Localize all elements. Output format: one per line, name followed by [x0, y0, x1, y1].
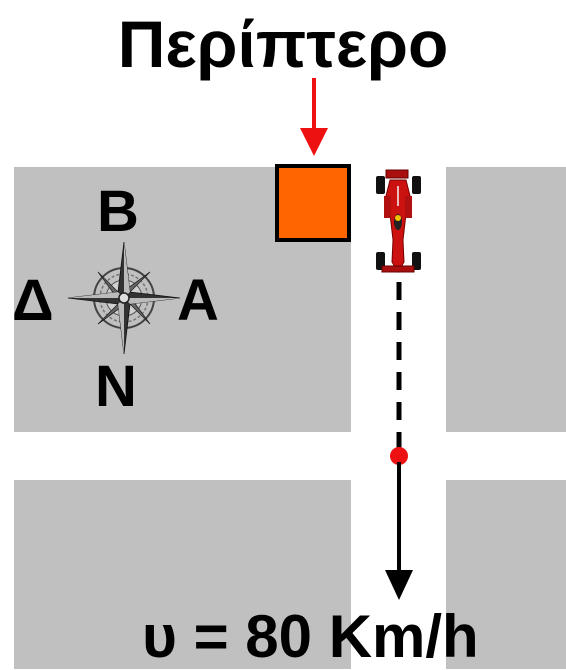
compass-west-label: Δ	[12, 268, 54, 333]
compass-south-label: Ν	[95, 354, 137, 419]
speed-label: υ = 80 Km/h	[142, 603, 479, 670]
city-block-top-right	[446, 167, 566, 432]
kiosk-pointer-arrow	[300, 78, 328, 156]
city-block-bottom-left	[14, 480, 351, 669]
kiosk-label: Περίπτερο	[117, 7, 449, 81]
race-car-icon	[376, 169, 421, 273]
city-block-bottom-right	[446, 480, 566, 669]
compass-rose-icon	[67, 241, 181, 355]
kiosk-square	[275, 164, 351, 242]
compass-north-label: Β	[97, 179, 139, 244]
compass-east-label: Α	[177, 268, 219, 333]
velocity-arrow	[385, 462, 413, 600]
position-point	[390, 447, 408, 465]
